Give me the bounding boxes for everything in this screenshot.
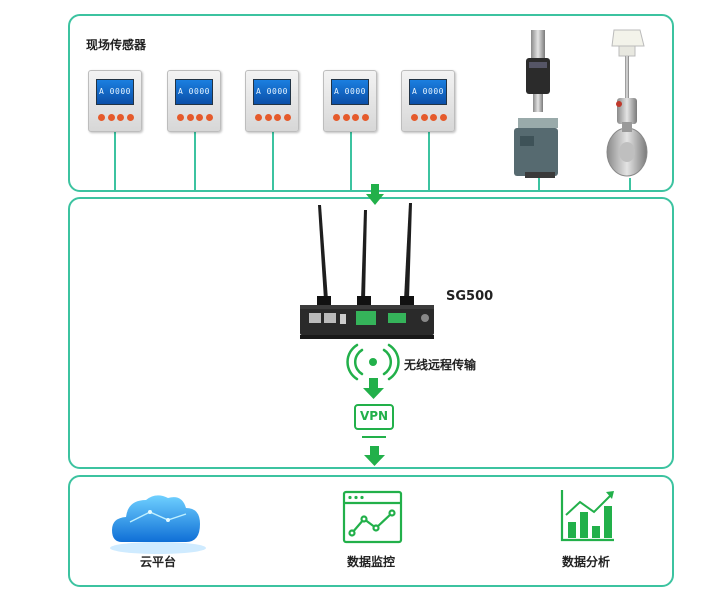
down-arrow-icon bbox=[363, 378, 384, 399]
gateway-model: SG500 bbox=[446, 289, 494, 304]
meter-4-link bbox=[350, 130, 352, 192]
pressure-sensor-link bbox=[538, 178, 540, 192]
bar-chart-icon bbox=[560, 490, 614, 542]
cloud-icon bbox=[110, 495, 206, 554]
power-meter: A 0000 bbox=[245, 70, 299, 132]
data-monitoring-label: 数据监控 bbox=[347, 555, 396, 569]
meter-screen: A 0000 bbox=[331, 79, 369, 105]
meter-screen: A 0000 bbox=[175, 79, 213, 105]
power-meter: A 0000 bbox=[401, 70, 455, 132]
down-arrow-icon bbox=[364, 446, 385, 466]
meter-3-link bbox=[272, 130, 274, 192]
temperature-sensor-icon bbox=[606, 29, 648, 177]
meter-1-link bbox=[114, 130, 116, 192]
temp-sensor-link bbox=[629, 178, 631, 192]
data-analysis-label: 数据分析 bbox=[562, 555, 611, 569]
wireless-transmission-label: 无线远程传输 bbox=[404, 358, 477, 372]
field-sensors-title: 现场传感器 bbox=[86, 38, 147, 52]
meter-5-link bbox=[428, 130, 430, 192]
meter-2-link bbox=[194, 130, 196, 192]
meter-screen: A 0000 bbox=[96, 79, 134, 105]
power-meter: A 0000 bbox=[323, 70, 377, 132]
down-arrow-icon bbox=[366, 184, 384, 205]
power-meter: A 0000 bbox=[167, 70, 221, 132]
power-meter: A 0000 bbox=[88, 70, 142, 132]
pressure-transmitter-icon bbox=[514, 30, 558, 178]
cloud-platform-label: 云平台 bbox=[140, 555, 177, 569]
vpn-label: VPN bbox=[359, 409, 389, 423]
meter-screen: A 0000 bbox=[409, 79, 447, 105]
wireless-signal-icon bbox=[346, 343, 400, 381]
services-panel bbox=[68, 475, 674, 587]
vpn-badge bbox=[354, 404, 394, 430]
meter-screen: A 0000 bbox=[253, 79, 291, 105]
monitor-chart-icon bbox=[342, 490, 403, 544]
router-icon bbox=[300, 203, 434, 339]
